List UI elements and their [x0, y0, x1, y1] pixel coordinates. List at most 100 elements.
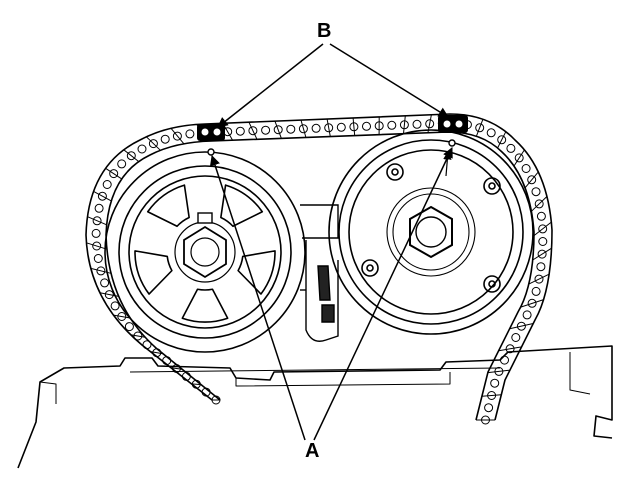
- chain-roller: [522, 310, 532, 320]
- chain-roller: [102, 180, 112, 189]
- chain-link-divider: [105, 167, 122, 180]
- chain-roller: [521, 164, 531, 173]
- chain-roller: [93, 254, 103, 263]
- chain-link-divider: [191, 383, 202, 386]
- chain-link-divider: [93, 190, 112, 202]
- chain-link-divider: [481, 394, 502, 397]
- callout-a-lines: [209, 147, 453, 441]
- chain-roller: [505, 344, 515, 354]
- engine-block-outline: [17, 345, 613, 469]
- chain-roller: [248, 126, 258, 136]
- sprocket-spoke-window: [134, 250, 173, 295]
- chain-roller: [185, 129, 195, 139]
- chain-roller: [92, 216, 102, 226]
- sprocket-spoke-window: [181, 288, 229, 323]
- chain-roller: [387, 120, 397, 130]
- sprocket-spoke-window: [237, 250, 276, 295]
- chain-roller: [109, 169, 119, 179]
- chain-roller: [94, 203, 104, 213]
- marked-link-right: [438, 115, 468, 133]
- chain-roller: [527, 175, 537, 185]
- chain-roller: [104, 290, 114, 300]
- chain-link-divider: [170, 367, 183, 370]
- timing-mark-left: [207, 148, 215, 156]
- chain-roller: [181, 371, 191, 381]
- chain-roller: [162, 356, 172, 366]
- chain-roller: [142, 340, 152, 350]
- chain-roller: [490, 378, 500, 388]
- chain-roller: [286, 124, 296, 134]
- timing-mark-right: [448, 139, 456, 147]
- chain-roller: [172, 131, 182, 141]
- chain-roller: [336, 122, 346, 132]
- chain-roller: [261, 125, 271, 135]
- chain-roller: [500, 355, 509, 365]
- chain-roller: [91, 228, 101, 238]
- chain-roller: [311, 123, 321, 133]
- chain-roller: [514, 153, 524, 163]
- chain-link-divider: [86, 242, 108, 250]
- chain-link-divider: [274, 120, 282, 139]
- chain-roller: [536, 211, 546, 221]
- chain-roller: [124, 322, 134, 332]
- chain-roller: [534, 274, 544, 284]
- chain-roller: [96, 266, 106, 276]
- chain-roller: [273, 125, 283, 135]
- chain-roller: [298, 124, 308, 134]
- chain-link-divider: [113, 314, 131, 319]
- right-cam-sprocket: [328, 129, 534, 335]
- label-b: B: [317, 20, 332, 42]
- chain-link-divider: [300, 119, 307, 138]
- chain-roller: [100, 278, 110, 288]
- chain-link-divider: [87, 216, 107, 226]
- chain-link-divider: [248, 121, 258, 140]
- chain-roller: [531, 187, 541, 197]
- chain-roller: [511, 333, 521, 342]
- center-bracket: [300, 204, 339, 342]
- chain-roller: [506, 143, 516, 153]
- chain-roller: [425, 119, 435, 129]
- chain-link-divider: [326, 118, 331, 137]
- chain-roller: [536, 262, 546, 272]
- chain-roller: [484, 403, 494, 413]
- chain-roller: [497, 135, 507, 145]
- chain-roller: [475, 123, 485, 133]
- chain-roller: [534, 199, 544, 209]
- sprocket-spoke-window: [146, 184, 190, 228]
- chain-link-divider: [532, 247, 552, 261]
- chain-link-divider: [130, 334, 146, 338]
- chain-link-divider: [528, 273, 550, 285]
- chain-link-divider: [475, 119, 484, 137]
- chain-link-divider: [123, 149, 140, 162]
- chain-roller: [117, 159, 127, 169]
- chain-link-divider: [524, 171, 539, 189]
- chain-roller: [160, 134, 170, 144]
- chain-roller: [537, 249, 547, 259]
- chain-roller: [235, 126, 245, 136]
- chain-link-divider: [513, 149, 525, 167]
- chain-roller: [148, 139, 158, 149]
- chain-roller: [538, 224, 548, 234]
- sprocket-spoke-window: [220, 184, 264, 228]
- left-cam-sprocket: [104, 151, 306, 353]
- chain-roller: [201, 387, 211, 397]
- chain-link-divider: [509, 323, 534, 330]
- chain-roller: [117, 312, 127, 321]
- chain-link-divider: [531, 196, 548, 212]
- chain-link-divider: [146, 136, 161, 151]
- chain-roller: [538, 237, 548, 246]
- chain-roller: [412, 119, 422, 129]
- chain-link-divider: [520, 299, 544, 308]
- label-a: A: [305, 440, 320, 462]
- chain-roller: [324, 123, 334, 133]
- chain-roller: [516, 321, 526, 331]
- small-arrow-right: [443, 151, 452, 177]
- chain-link-divider: [497, 131, 507, 149]
- chain-link-divider: [150, 351, 164, 355]
- marked-link-left: [197, 124, 225, 141]
- chain-roller: [126, 151, 136, 161]
- chain-link-divider: [498, 346, 522, 352]
- chain-roller: [152, 348, 162, 358]
- chain-roller: [486, 128, 496, 138]
